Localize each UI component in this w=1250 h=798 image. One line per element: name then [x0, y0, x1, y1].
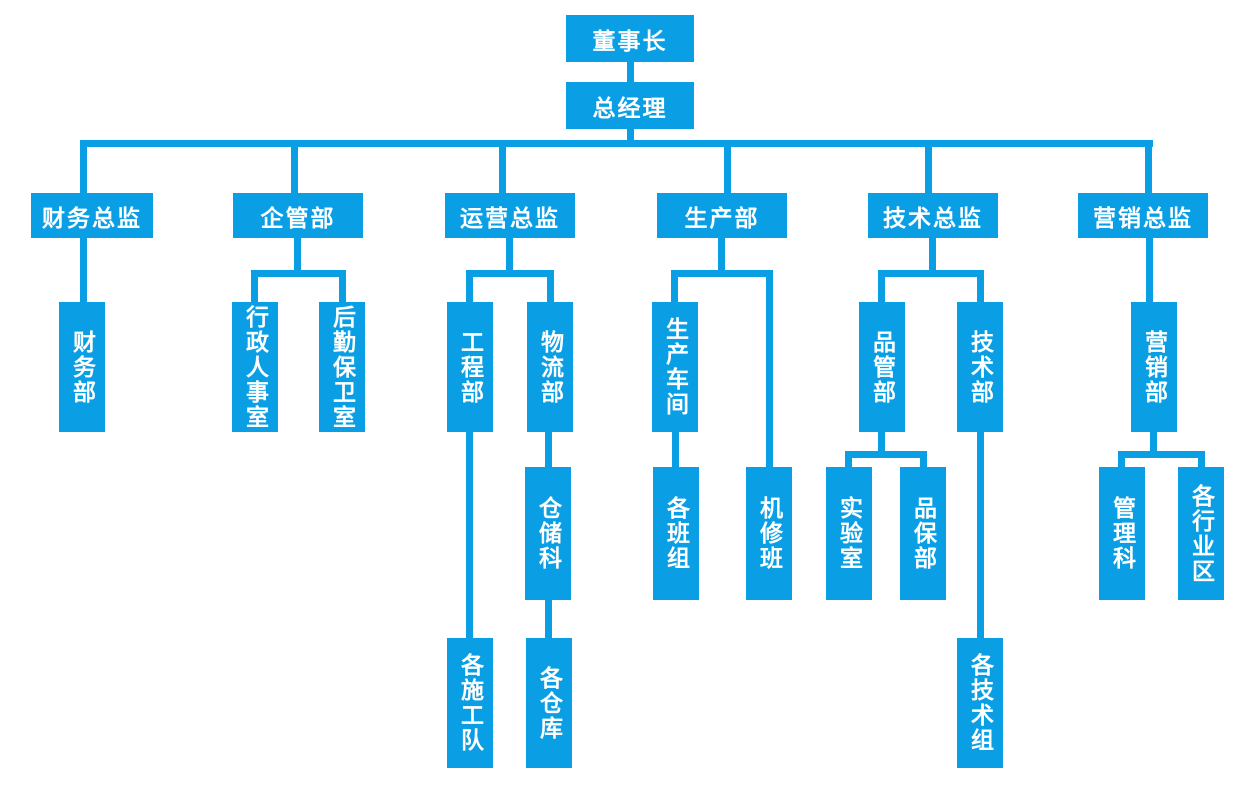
connector-workshop-team-groups [672, 432, 679, 467]
connector-arm-production-workshop [671, 270, 678, 302]
connector-enterprise-stem [294, 238, 301, 277]
node-construction-teams: 各施工队 [447, 638, 493, 768]
node-quality-mgmt-dept-label: 品管部 [869, 329, 896, 405]
node-warehouse-section: 仓储科 [525, 467, 571, 600]
node-management-section-label: 管理科 [1109, 496, 1136, 571]
node-technical-groups-label: 各技术组 [967, 653, 994, 753]
node-logistics-security-office-label: 后勤保卫室 [329, 304, 356, 430]
connector-logistics-warehouse-section [545, 432, 552, 467]
connector-marketing-dept-stem [1150, 432, 1157, 458]
node-marketing-director: 营销总监 [1078, 193, 1208, 238]
connector-drop-operations-director [499, 140, 506, 193]
connector-arm-quality-mgmt [878, 270, 885, 302]
connector-main-bus [80, 140, 1153, 147]
node-operations-director: 运营总监 [445, 193, 575, 238]
node-quality-assurance-dept: 品保部 [900, 467, 946, 600]
node-logistics-dept-label: 物流部 [537, 329, 564, 405]
node-marketing-dept: 营销部 [1131, 302, 1177, 432]
connector-chairman-gm [627, 62, 634, 82]
node-construction-teams-label: 各施工队 [457, 653, 484, 753]
node-technical-groups: 各技术组 [957, 638, 1003, 768]
node-technology-dept: 技术部 [957, 302, 1003, 432]
connector-quality-mgmt-stem [878, 432, 885, 458]
node-marketing-dept-label: 营销部 [1141, 329, 1168, 405]
connector-marketing-dept-hbar [1118, 451, 1205, 458]
connector-arm-quality-assurance [920, 451, 927, 467]
connector-drop-technical-director [925, 140, 932, 193]
node-admin-hr-office-label: 行政人事室 [242, 304, 269, 430]
connector-drop-production-dept [724, 140, 731, 193]
connector-engineering-construction-teams [466, 432, 473, 638]
connector-arm-admin-hr [251, 270, 258, 302]
node-technology-dept-label: 技术部 [967, 329, 994, 405]
node-logistics-dept: 物流部 [527, 302, 573, 432]
connector-gm-stem [627, 129, 634, 147]
node-production-workshop: 生产车间 [652, 302, 698, 432]
node-general-manager: 总经理 [566, 82, 694, 129]
connector-marketing-director-marketing-dept [1146, 238, 1153, 302]
connector-drop-marketing-director [1145, 140, 1152, 193]
node-admin-hr-office: 行政人事室 [232, 302, 278, 432]
connector-technology-technical-groups [977, 432, 984, 638]
node-production-workshop-label: 生产车间 [662, 317, 689, 417]
node-engineering-dept-label: 工程部 [457, 329, 484, 405]
node-chairman: 董事长 [566, 15, 694, 62]
connector-technical-hbar [878, 270, 984, 277]
node-quality-mgmt-dept: 品管部 [859, 302, 905, 432]
connector-enterprise-hbar [251, 270, 346, 277]
connector-arm-laboratory [845, 451, 852, 467]
node-team-groups: 各班组 [653, 467, 699, 600]
connector-arm-engineering [466, 270, 473, 302]
node-warehouses: 各仓库 [526, 638, 572, 768]
node-quality-assurance-dept-label: 品保部 [910, 496, 937, 571]
connector-arm-logistics-dept [547, 270, 554, 302]
node-laboratory: 实验室 [826, 467, 872, 600]
connector-arm-management-section [1118, 451, 1125, 467]
node-warehouse-section-label: 仓储科 [535, 496, 562, 571]
connector-production-hbar [671, 270, 773, 277]
node-management-section: 管理科 [1099, 467, 1145, 600]
node-technical-director: 技术总监 [868, 193, 998, 238]
connector-arm-technology-dept [977, 270, 984, 302]
connector-quality-mgmt-hbar [845, 451, 927, 458]
node-finance-dept-label: 财务部 [69, 329, 96, 405]
connector-arm-machine-repair [766, 270, 773, 467]
node-warehouses-label: 各仓库 [536, 665, 563, 741]
connector-arm-logistics-security [339, 270, 346, 302]
node-finance-director: 财务总监 [31, 193, 153, 238]
connector-drop-finance-director [80, 140, 87, 193]
node-machine-repair-team-label: 机修班 [756, 496, 783, 571]
node-logistics-security-office: 后勤保卫室 [319, 302, 365, 432]
node-team-groups-label: 各班组 [663, 496, 690, 571]
connector-drop-enterprise-mgmt [291, 140, 298, 193]
node-enterprise-mgmt-dept: 企管部 [233, 193, 363, 238]
connector-finance-director-finance-dept [80, 238, 87, 302]
connector-warehouse-section-warehouses [545, 600, 552, 638]
node-industry-zones: 各行业区 [1178, 467, 1224, 600]
connector-arm-industry-zones [1198, 451, 1205, 467]
node-industry-zones-label: 各行业区 [1188, 483, 1215, 584]
connector-operations-stem [506, 238, 513, 277]
connector-technical-stem [929, 238, 936, 277]
connector-production-stem [718, 238, 725, 277]
node-machine-repair-team: 机修班 [746, 467, 792, 600]
node-engineering-dept: 工程部 [447, 302, 493, 432]
connector-operations-hbar [466, 270, 554, 277]
node-production-dept: 生产部 [657, 193, 787, 238]
node-finance-dept: 财务部 [59, 302, 105, 432]
node-laboratory-label: 实验室 [836, 496, 863, 571]
